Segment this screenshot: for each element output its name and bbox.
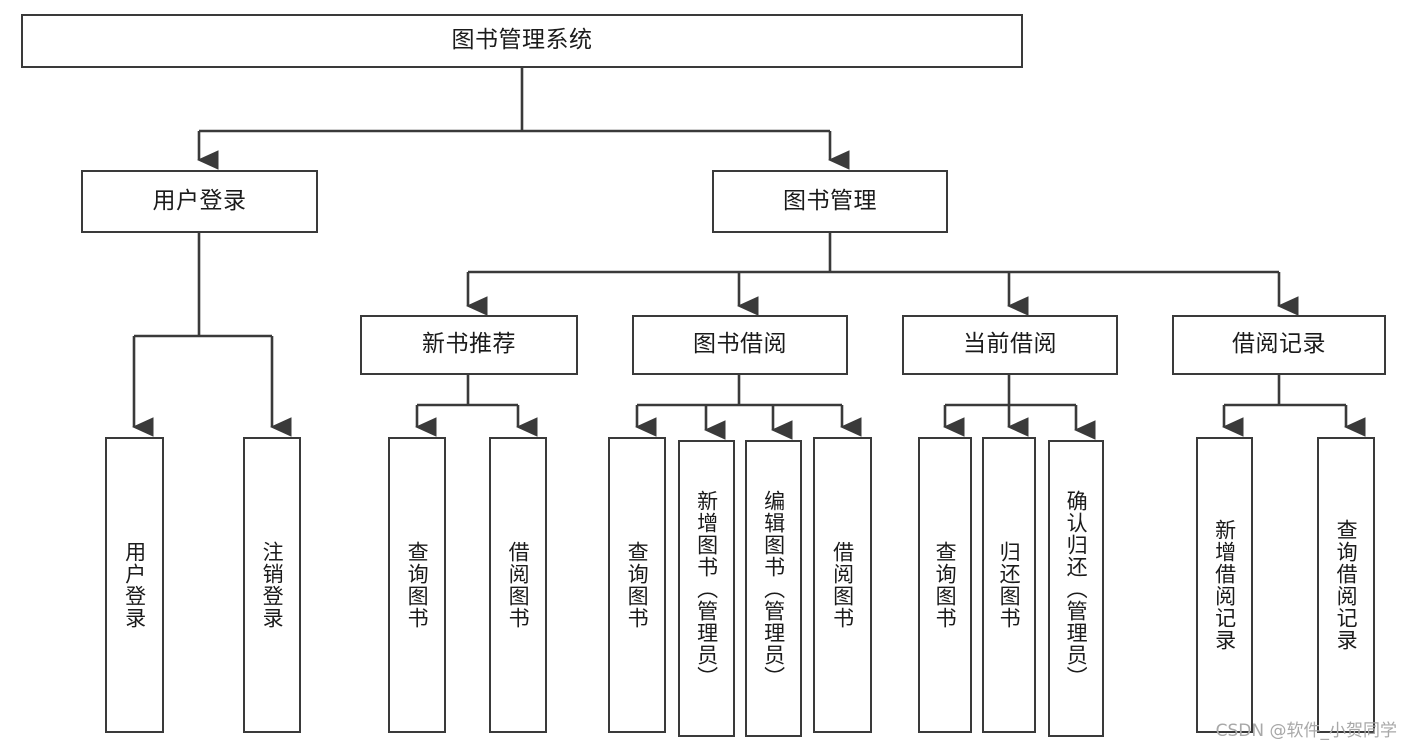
leaf-cb-query-book-label: 查询图书 [933,541,958,629]
node-root-label: 图书管理系统 [451,27,593,54]
leaf-br-query-record[interactable]: 查询借阅记录 [1317,437,1375,733]
node-current-borrow[interactable]: 当前借阅 [902,315,1118,375]
leaf-bb-query-book[interactable]: 查询图书 [608,437,666,733]
node-borrow-record-label: 借阅记录 [1232,331,1326,358]
node-user-login-label: 用户登录 [152,187,247,214]
leaf-user-login-label: 用户登录 [122,541,147,629]
leaf-bb-add-book-label: 新增图书（管理员） [694,489,719,688]
node-new-book-recommend-label: 新书推荐 [422,331,516,358]
leaf-new-book-query[interactable]: 查询图书 [388,437,446,733]
leaf-br-query-record-label: 查询借阅记录 [1334,519,1359,651]
node-root[interactable]: 图书管理系统 [21,14,1023,68]
leaf-cb-query-book[interactable]: 查询图书 [918,437,972,733]
leaf-cb-confirm-return-label: 确认归还（管理员） [1064,489,1089,688]
node-book-borrow-label: 图书借阅 [693,331,787,358]
leaf-bb-edit-book[interactable]: 编辑图书（管理员） [745,440,802,737]
leaf-br-add-record-label: 新增借阅记录 [1212,519,1237,651]
node-user-login[interactable]: 用户登录 [81,170,318,233]
leaf-new-book-borrow-label: 借阅图书 [506,541,531,629]
leaf-bb-borrow-book[interactable]: 借阅图书 [813,437,872,733]
node-book-management-label: 图书管理 [783,187,877,214]
node-book-borrow[interactable]: 图书借阅 [632,315,848,375]
node-book-management[interactable]: 图书管理 [712,170,948,233]
leaf-bb-borrow-book-label: 借阅图书 [830,541,855,629]
leaf-logout[interactable]: 注销登录 [243,437,301,733]
node-current-borrow-label: 当前借阅 [963,331,1057,358]
leaf-cb-return-book-label: 归还图书 [997,541,1022,629]
leaf-cb-return-book[interactable]: 归还图书 [982,437,1036,733]
leaf-bb-add-book[interactable]: 新增图书（管理员） [678,440,735,737]
node-new-book-recommend[interactable]: 新书推荐 [360,315,578,375]
leaf-new-book-borrow[interactable]: 借阅图书 [489,437,547,733]
leaf-bb-query-book-label: 查询图书 [625,541,650,629]
leaf-new-book-query-label: 查询图书 [405,541,430,629]
leaf-bb-edit-book-label: 编辑图书（管理员） [761,489,786,688]
leaf-logout-label: 注销登录 [260,541,285,629]
watermark: CSDN @软件_小贺同学 [1215,721,1397,741]
node-borrow-record[interactable]: 借阅记录 [1172,315,1386,375]
leaf-br-add-record[interactable]: 新增借阅记录 [1196,437,1253,733]
leaf-cb-confirm-return[interactable]: 确认归还（管理员） [1048,440,1104,737]
leaf-user-login[interactable]: 用户登录 [105,437,164,733]
